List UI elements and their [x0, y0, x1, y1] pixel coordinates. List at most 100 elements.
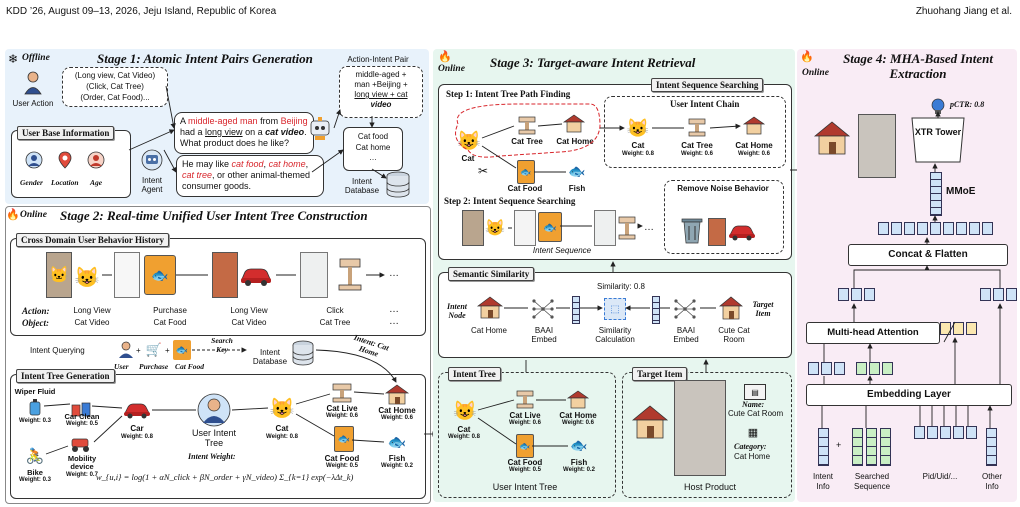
chain-cathome-name: Cat Home [735, 141, 773, 150]
intent-sequence-label: Intent Sequence [532, 246, 592, 255]
action-list-1: (Long view, Cat Video) [74, 71, 156, 80]
carclean-icon [70, 396, 92, 418]
cat-video-thumb: 🐱 [46, 252, 72, 298]
user-action-label: User Action [12, 99, 54, 108]
category-val: Cat Home [734, 452, 771, 461]
catlive-icon [330, 380, 354, 404]
intent-node-label: Intent Node [446, 302, 467, 320]
object-1: Cat Video [74, 318, 110, 327]
it-cathome-icon [566, 388, 590, 410]
stage3-online: Online [438, 64, 465, 74]
action-2: Purchase [153, 306, 187, 315]
cat-emoji-icon: 😺 [74, 266, 100, 289]
s3-catfood-name: Cat Food [507, 184, 543, 193]
catlive-name: Cat Live [326, 404, 358, 413]
action-ellipsis: … [389, 304, 399, 315]
s3-cattree-icon [516, 114, 538, 136]
concat-label: Concat & Flatten [888, 249, 968, 260]
embedding-box: Embedding Layer [806, 384, 1012, 406]
answer-seg: cat tree [182, 170, 213, 180]
intent-weight-formula: w_{u,i} = log(1 + αN_click + βN_order + … [96, 472, 354, 482]
intent-cat-home: Cat home [355, 143, 391, 152]
query-catfood-icon: 🐟 [173, 340, 191, 360]
s3-intent-tree-box [438, 372, 616, 498]
wiper-icon [26, 398, 44, 416]
catfood-weight: Weight: 0.5 [326, 463, 358, 469]
car-weight: Weight: 0.8 [121, 434, 153, 440]
it-catfood-name: Cat Food [507, 458, 543, 467]
catlive-weight: Weight: 0.6 [326, 413, 358, 419]
answer-seg: He may like [182, 159, 232, 169]
action-list: (Long view, Cat Video) (Click, Cat Tree)… [62, 67, 168, 107]
s3-intent-tree-label: Intent Tree [448, 367, 501, 381]
database-icon [383, 170, 413, 200]
cathome-icon [384, 382, 410, 406]
bike-icon: 🚴 [25, 448, 45, 465]
location-icon [55, 150, 75, 170]
seq-thumb-1 [462, 210, 484, 246]
location-label: Location [51, 178, 79, 187]
root-label: User Intent Tree [191, 428, 237, 448]
sem-cathome-icon [476, 294, 504, 320]
target-item-box [622, 372, 792, 498]
cat-tree-screen [300, 252, 328, 298]
object-2: Cat Food [153, 318, 187, 327]
remove-noise-label: Remove Noise Behavior [677, 184, 769, 193]
chain-cat-name: Cat [631, 141, 645, 150]
prompt-seg: cat video [265, 127, 305, 137]
action-4: Click [326, 306, 344, 315]
stage1-offline: Offline [22, 53, 50, 63]
seq-vec-2 [866, 428, 877, 466]
prompt-seg: middle-aged man [188, 116, 258, 126]
cat-node-icon: 😺 [269, 397, 295, 420]
it-cat-name: Cat [457, 425, 471, 434]
bike-name: Bike [27, 468, 43, 477]
query-catfood-label: Cat Food [175, 362, 204, 371]
seq-thumb-3 [594, 210, 616, 246]
prompt-bubble: A middle-aged man from Beijing had a lon… [174, 112, 314, 154]
fish-node-icon: 🐟 [387, 434, 407, 451]
seq-catfood-icon: 🐟 [538, 212, 562, 242]
answer-seg: , [305, 159, 309, 169]
host-product-photo [674, 380, 726, 476]
car-name: Car [130, 424, 144, 433]
snowflake-icon: ❄ [8, 52, 19, 66]
pid-tokens [914, 426, 979, 444]
name-card-icon: ▤ [744, 384, 766, 400]
stage3-fire-icon: 🔥 [438, 51, 452, 63]
sem-cathome-name: Cat Home [470, 326, 507, 335]
answer-seg: , [263, 159, 269, 169]
s3-cathome-icon [562, 112, 586, 134]
age-label: Age [90, 178, 103, 187]
s3-catfood-icon: 🐟 [517, 160, 535, 184]
prompt-seg: . What product does he like? [180, 127, 307, 148]
it-catfood-weight: Weight: 0.5 [509, 467, 541, 473]
pctr-label: pCTR: 0.8 [950, 100, 985, 109]
fish-weight: Weight: 0.2 [381, 463, 413, 469]
target-item-label: Target Item [632, 367, 688, 381]
carclean-weight: Weight: 0.5 [66, 421, 98, 427]
k-tokens [856, 362, 895, 380]
action-list-2: (Click, Cat Tree) [86, 82, 144, 91]
target-item-lbl: Target Item [752, 300, 774, 318]
input-pid-uid: Pid/Uid/... [922, 472, 958, 481]
chain-cattree-name: Cat Tree [681, 141, 713, 150]
semantic-label: Semantic Similarity [448, 267, 535, 281]
catfood-node-icon: 🐟 [334, 426, 354, 452]
carclean-name: Car Clean [64, 412, 100, 421]
stage4-online: Online [802, 68, 829, 78]
action-list-3: (Order, Cat Food)... [80, 93, 150, 102]
pair-box: middle-aged + man +Beijing + long view +… [339, 66, 423, 118]
chain-cathome-weight: Weight: 0.6 [738, 151, 770, 157]
intent-weight-label: Intent Weight: [188, 452, 236, 461]
seq-vec-1 [852, 428, 863, 466]
it-catlive-weight: Weight: 0.6 [509, 420, 541, 426]
answer-seg: cat home [268, 159, 306, 169]
prompt-seg: long view [205, 127, 243, 137]
it-user-intent-tree: User Intent Tree [492, 482, 558, 492]
cathome-name: Cat Home [378, 406, 416, 415]
stage4-title: Stage 4: MHA-Based Intent Extraction [843, 51, 993, 81]
stage2-title: Stage 2: Real-time Unified User Intent T… [60, 208, 368, 223]
robot-icon [306, 114, 334, 142]
